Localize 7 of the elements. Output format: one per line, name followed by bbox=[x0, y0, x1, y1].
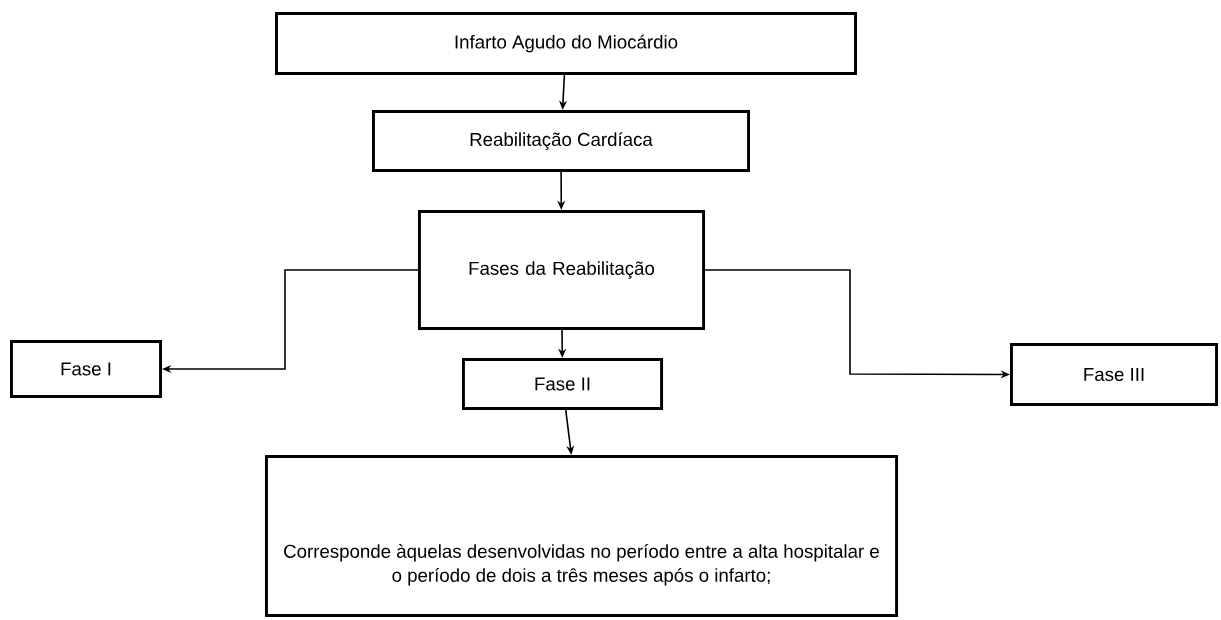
process-box: Reabilitação Cardíaca bbox=[372, 110, 750, 172]
process-box: Fase II bbox=[461, 358, 664, 410]
text-box: Corresponde àquelas desenvolvidas no período entre a alta hospitalar e o período de dois a três meses após o infarto; bbox=[264, 455, 899, 617]
process-box: Fase III bbox=[1010, 343, 1218, 406]
process-box: Fases da Reabilitação bbox=[417, 210, 706, 330]
process-box: Fase I bbox=[10, 340, 162, 398]
process-box: Infarto Agudo do Miocárdio bbox=[275, 12, 857, 75]
